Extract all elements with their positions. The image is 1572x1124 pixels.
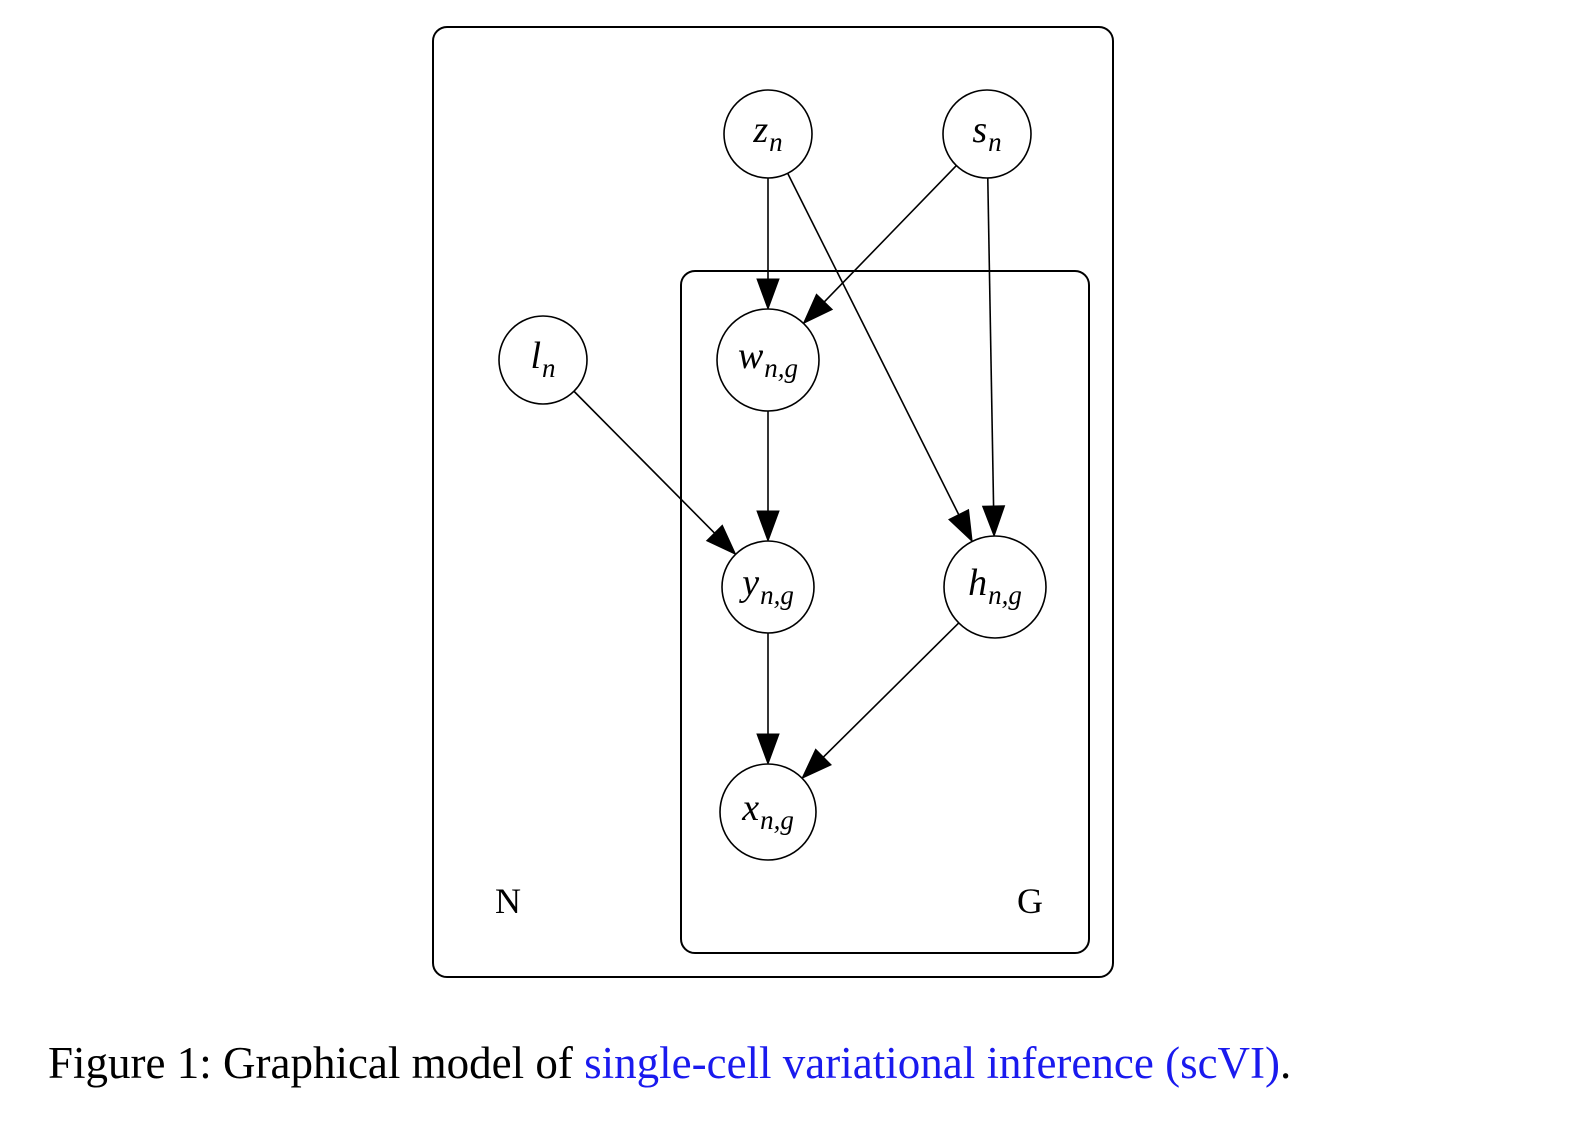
arrowhead-w-to-y xyxy=(756,510,780,543)
arrowhead-s-to-w xyxy=(802,293,834,325)
node-w: wn,g xyxy=(716,308,820,412)
plate-g xyxy=(680,270,1090,954)
node-y: yn,g xyxy=(721,540,815,634)
edge-z-to-h xyxy=(786,172,960,515)
node-x-circle xyxy=(719,763,817,861)
caption-prefix: Figure 1: Graphical model of xyxy=(48,1038,585,1088)
node-x-base: x xyxy=(741,787,759,829)
node-s-subscript: n xyxy=(988,127,1002,157)
node-y-base: y xyxy=(738,562,759,604)
node-w-base: w xyxy=(738,335,764,377)
node-x-subscript: n,g xyxy=(760,805,794,835)
node-l-circle xyxy=(498,315,588,405)
node-h-base: h xyxy=(968,562,987,604)
edge-l-to-y xyxy=(573,390,716,534)
node-l-subscript: n xyxy=(542,353,556,383)
arrowhead-l-to-y xyxy=(705,524,737,556)
edge-s-to-h xyxy=(986,177,995,507)
node-s: sn xyxy=(942,89,1032,179)
arrowhead-h-to-x xyxy=(801,748,833,780)
arrowhead-s-to-h xyxy=(981,505,1006,538)
node-w-label: wn,g xyxy=(738,335,798,383)
node-z: zn xyxy=(723,89,813,179)
node-l-label: ln xyxy=(530,335,555,383)
node-z-base: z xyxy=(752,109,768,151)
node-x: xn,g xyxy=(719,763,817,861)
node-s-base: s xyxy=(972,109,987,151)
edge-s-to-w xyxy=(823,165,957,303)
plate-g-label: G xyxy=(1017,881,1043,921)
arrowhead-z-to-h xyxy=(948,508,973,543)
edge-h-to-x xyxy=(822,622,960,758)
node-h-subscript: n,g xyxy=(988,580,1022,610)
plate-n xyxy=(432,26,1114,978)
node-w-subscript: n,g xyxy=(764,353,798,383)
node-z-subscript: n xyxy=(769,127,783,157)
node-x-label: xn,g xyxy=(741,787,794,835)
node-s-circle xyxy=(942,89,1032,179)
arrowhead-y-to-x xyxy=(756,733,780,766)
node-l: ln xyxy=(498,315,588,405)
node-h-label: hn,g xyxy=(968,562,1022,610)
node-y-subscript: n,g xyxy=(760,580,794,610)
edges-layer xyxy=(573,165,1006,780)
node-s-label: sn xyxy=(972,109,1001,157)
node-w-circle xyxy=(716,308,820,412)
caption-suffix: . xyxy=(1280,1038,1292,1088)
plate-n-label: N xyxy=(495,881,521,921)
node-y-circle xyxy=(721,540,815,634)
node-z-label: zn xyxy=(752,109,782,157)
node-h: hn,g xyxy=(943,535,1047,639)
node-y-label: yn,g xyxy=(738,562,794,610)
figure-caption: Figure 1: Graphical model of single-cell… xyxy=(48,1036,1548,1090)
arrowhead-z-to-w xyxy=(756,278,780,311)
node-l-base: l xyxy=(530,335,541,377)
node-z-circle xyxy=(723,89,813,179)
node-h-circle xyxy=(943,535,1047,639)
caption-link[interactable]: single-cell variational inference (scVI) xyxy=(584,1038,1281,1088)
